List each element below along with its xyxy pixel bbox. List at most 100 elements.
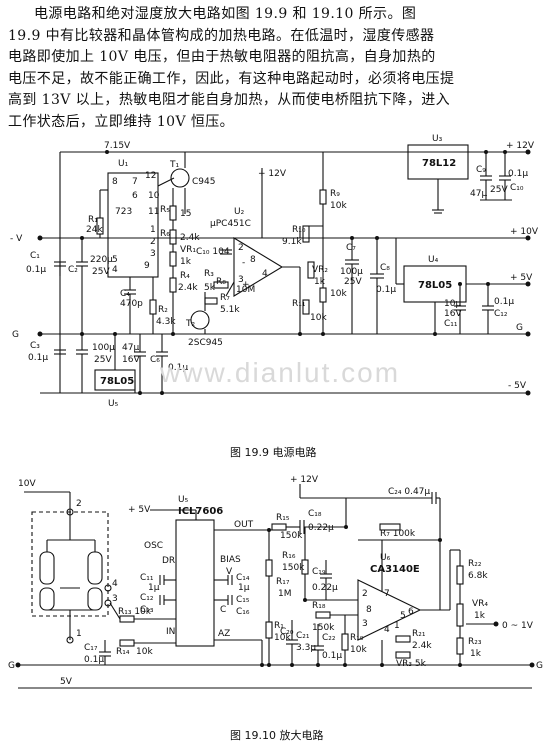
label: 2: [150, 237, 156, 247]
label: 2: [362, 589, 368, 599]
watermark: www.dianlut.com: [159, 357, 400, 388]
label: -: [242, 258, 245, 268]
label: 4: [112, 265, 118, 275]
label: U₅: [178, 495, 189, 505]
label: 6: [132, 191, 138, 201]
intro-paragraph: 电源电路和绝对湿度放大电路如图 19.9 和 19.10 所示。图 19.9 中…: [8, 4, 540, 133]
label: 1k: [314, 277, 326, 287]
label: VR₁: [180, 245, 196, 255]
label: R₁₄: [116, 647, 130, 657]
label: C₆: [150, 355, 160, 365]
label: 3: [112, 594, 118, 604]
label: VR₃ 5k: [396, 659, 427, 669]
label: C₁₉: [312, 567, 326, 577]
label: T₂: [185, 319, 195, 329]
label: C₂₄ 0.47μ: [388, 487, 430, 497]
label: - 5V: [508, 381, 527, 391]
label: 1k: [180, 257, 192, 267]
label: G: [516, 323, 523, 333]
label: C₁: [30, 251, 40, 261]
label: R₈: [216, 277, 226, 287]
label: C: [220, 605, 226, 615]
label: 25V: [344, 277, 362, 287]
label: U₄: [428, 255, 439, 265]
label: 2SC945: [188, 338, 223, 348]
label: R₁₃ 10k: [118, 607, 152, 617]
label: 1μ: [148, 583, 160, 593]
label: 10M: [236, 285, 255, 295]
label: R₄: [180, 271, 190, 281]
label: 10k: [350, 645, 367, 655]
label: R₁₀: [292, 225, 306, 235]
label: C₂: [68, 265, 78, 275]
label: R₁: [88, 215, 98, 225]
label: - V: [10, 234, 23, 244]
label: 4: [262, 269, 268, 279]
label: U₃: [432, 134, 443, 144]
label: 0.1μ: [84, 655, 104, 665]
label: 2: [76, 499, 82, 509]
paragraph-line: 工作状态后，立即维持 10V 恒压。: [8, 113, 235, 130]
label: 150k: [312, 623, 335, 633]
label: 5: [112, 255, 118, 265]
label: 5V: [60, 677, 73, 687]
label: 78L05: [418, 280, 452, 291]
label: R₇ 100k: [380, 529, 416, 539]
label: 150k: [280, 531, 303, 541]
figure-caption: 图 19.10 放大电路: [230, 729, 324, 742]
label: 7.15V: [104, 141, 131, 151]
label: C₁₅: [236, 595, 250, 605]
label: C₂₂: [322, 633, 336, 643]
label: 6.8k: [468, 571, 488, 581]
label: R₁: [274, 621, 284, 631]
label: C945: [192, 177, 215, 187]
label: C₁₁: [444, 319, 458, 329]
label: R₂₁: [412, 629, 426, 639]
label: 1k: [474, 611, 486, 621]
label: C₁₃: [140, 605, 154, 615]
label: V: [226, 567, 233, 577]
label: 1: [76, 629, 82, 639]
label: C₁₀ 104: [196, 247, 230, 257]
label: 100μ: [92, 343, 115, 353]
label: G: [12, 330, 19, 340]
label: T₁: [169, 160, 179, 170]
label: G: [8, 661, 15, 671]
label: 1: [150, 225, 156, 235]
label: 10: [148, 191, 160, 201]
label: C₁₆: [236, 607, 250, 617]
label: 24k: [86, 225, 103, 235]
label: 1: [394, 621, 400, 631]
label: 0 ~ 1V: [502, 621, 534, 631]
label: C₁₇: [84, 643, 98, 653]
label: C₁₈: [308, 509, 322, 519]
label: 0.1μ: [376, 285, 396, 295]
label: R₁₇: [276, 577, 290, 587]
label: 0.22μ: [312, 583, 338, 593]
label: 1μ: [238, 583, 250, 593]
label: 10k: [136, 647, 153, 657]
label: R₂₂: [468, 559, 482, 569]
label: 25V: [490, 185, 508, 195]
label: C₁₂: [494, 309, 508, 319]
figure-caption: 图 19.9 电源电路: [230, 446, 317, 459]
label: ICL7606: [178, 506, 223, 517]
label: + 12V: [258, 169, 287, 179]
label: C₁₂: [140, 593, 154, 603]
label: CA3140E: [370, 564, 420, 575]
paragraph-line: 电路即使加上 10V 电压，但由于热敏电阻器的阻抗高，自身加热的: [8, 49, 436, 65]
label: 10k: [330, 201, 347, 211]
label: + 5V: [510, 273, 533, 283]
label: 2.4k: [412, 641, 432, 651]
label: 9: [144, 261, 150, 271]
label: DR: [162, 556, 175, 566]
label: + 10V: [510, 227, 539, 237]
label: C₁₁: [140, 573, 154, 583]
label: R₂: [158, 305, 168, 315]
label: VR₂: [312, 265, 328, 275]
label: 78L12: [422, 158, 456, 169]
label: G: [536, 661, 543, 671]
label: 25V: [92, 267, 110, 277]
paragraph-line: 高到 13V 以上，热敏电阻才能自身加热，从而使电桥阻抗下降，进入: [8, 92, 451, 108]
label: 9.1k: [282, 237, 302, 247]
